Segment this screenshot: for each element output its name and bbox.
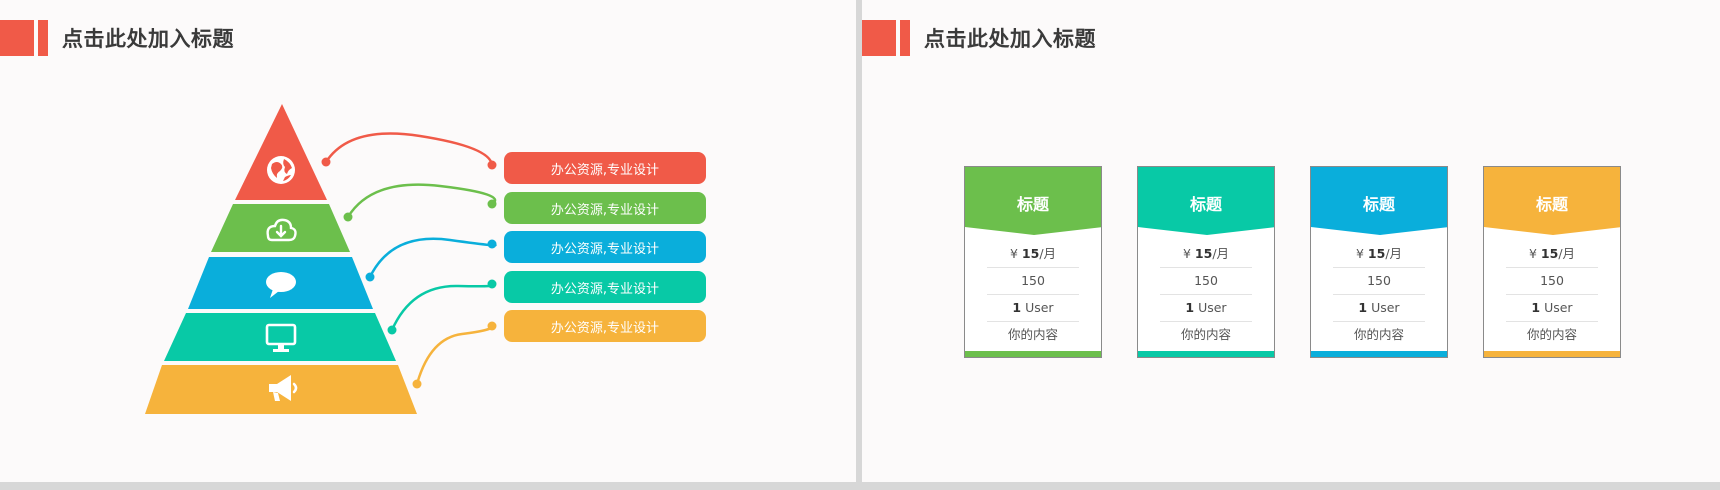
card-users-row: 1 User — [1160, 295, 1252, 322]
card-rows: ¥ 15/月 150 1 User 你的内容 — [1484, 241, 1620, 348]
card-value-row: 150 — [1506, 268, 1598, 295]
card-header: 标题 — [1311, 167, 1447, 237]
card-value-row: 150 — [1160, 268, 1252, 295]
header-accent-bar — [38, 20, 48, 56]
card-header: 标题 — [965, 167, 1101, 237]
label-pill-5[interactable]: 办公资源,专业设计 — [504, 310, 706, 342]
header-accent-bar — [900, 20, 910, 56]
card-price-row: ¥ 15/月 — [1160, 241, 1252, 268]
label-text: 办公资源,专业设计 — [550, 162, 660, 178]
card-content-row: 你的内容 — [1353, 327, 1404, 342]
connector-dot — [387, 325, 397, 335]
card-users-row: 1 User — [1333, 295, 1425, 322]
slide-title[interactable]: 点击此处加入标题 — [924, 27, 1096, 51]
connector-line-1 — [324, 132, 494, 167]
globe-icon — [267, 156, 295, 184]
connector-dot — [487, 279, 497, 289]
cloud-download-icon — [266, 218, 297, 242]
slide-right: 点击此处加入标题 标题 ¥ 15/月 150 1 User 你的内容 标题 ¥ … — [862, 0, 1720, 482]
card-content-row: 你的内容 — [1526, 327, 1577, 342]
card-users-row: 1 User — [987, 295, 1079, 322]
label-pill-3[interactable]: 办公资源,专业设计 — [504, 231, 706, 263]
header-accent-block — [862, 20, 896, 56]
megaphone-icon — [269, 375, 298, 401]
connector-dot — [487, 239, 497, 249]
connector-dot — [487, 199, 497, 209]
pricing-card-1[interactable]: 标题 ¥ 15/月 150 1 User 你的内容 — [964, 166, 1102, 358]
connector-dot — [412, 379, 422, 389]
connector-line-3 — [368, 237, 497, 279]
pricing-card-2[interactable]: 标题 ¥ 15/月 150 1 User 你的内容 — [1137, 166, 1275, 358]
pricing-card-3[interactable]: 标题 ¥ 15/月 150 1 User 你的内容 — [1310, 166, 1448, 358]
label-text: 办公资源,专业设计 — [550, 281, 660, 297]
card-value-row: 150 — [1333, 268, 1425, 295]
card-price-row: ¥ 15/月 — [1506, 241, 1598, 268]
monitor-icon — [265, 323, 297, 352]
pyramid-diagram — [145, 104, 497, 414]
connector-line-4 — [390, 282, 496, 332]
connector-line-5 — [415, 324, 494, 386]
card-price-row: ¥ 15/月 — [1333, 241, 1425, 268]
chat-bubble-icon — [266, 272, 296, 298]
label-pill-2[interactable]: 办公资源,专业设计 — [504, 192, 706, 224]
card-title: 标题 — [1362, 195, 1395, 214]
card-title: 标题 — [1189, 195, 1222, 214]
card-footer-bar — [1484, 351, 1620, 357]
header-accent-block — [0, 20, 34, 56]
connector-dot — [365, 272, 375, 282]
connector-dot — [321, 157, 331, 167]
card-content-row: 你的内容 — [1007, 327, 1058, 342]
label-text: 办公资源,专业设计 — [550, 320, 660, 336]
card-rows: ¥ 15/月 150 1 User 你的内容 — [1138, 241, 1274, 348]
pricing-card-4[interactable]: 标题 ¥ 15/月 150 1 User 你的内容 — [1483, 166, 1621, 358]
connector-dot — [487, 321, 497, 331]
label-text: 办公资源,专业设计 — [550, 241, 660, 257]
card-value-row: 150 — [987, 268, 1079, 295]
card-footer-bar — [965, 351, 1101, 357]
slide-title[interactable]: 点击此处加入标题 — [62, 27, 234, 51]
card-content-row: 你的内容 — [1180, 327, 1231, 342]
card-footer-bar — [1138, 351, 1274, 357]
card-rows: ¥ 15/月 150 1 User 你的内容 — [965, 241, 1101, 348]
card-price-row: ¥ 15/月 — [987, 241, 1079, 268]
card-title: 标题 — [1535, 195, 1568, 214]
pyramid-layer-1 — [235, 104, 327, 200]
label-pill-1[interactable]: 办公资源,专业设计 — [504, 152, 706, 184]
connector-line-2 — [346, 183, 497, 219]
slide-left: 点击此处加入标题 — [0, 0, 856, 482]
pyramid-layer-4 — [164, 313, 396, 361]
card-users-row: 1 User — [1506, 295, 1598, 322]
card-header: 标题 — [1138, 167, 1274, 237]
label-pill-4[interactable]: 办公资源,专业设计 — [504, 271, 706, 303]
card-title: 标题 — [1016, 195, 1049, 214]
connector-dot — [343, 212, 353, 222]
card-footer-bar — [1311, 351, 1447, 357]
connector-dot — [487, 160, 497, 170]
card-header: 标题 — [1484, 167, 1620, 237]
label-text: 办公资源,专业设计 — [550, 202, 660, 218]
card-rows: ¥ 15/月 150 1 User 你的内容 — [1311, 241, 1447, 348]
